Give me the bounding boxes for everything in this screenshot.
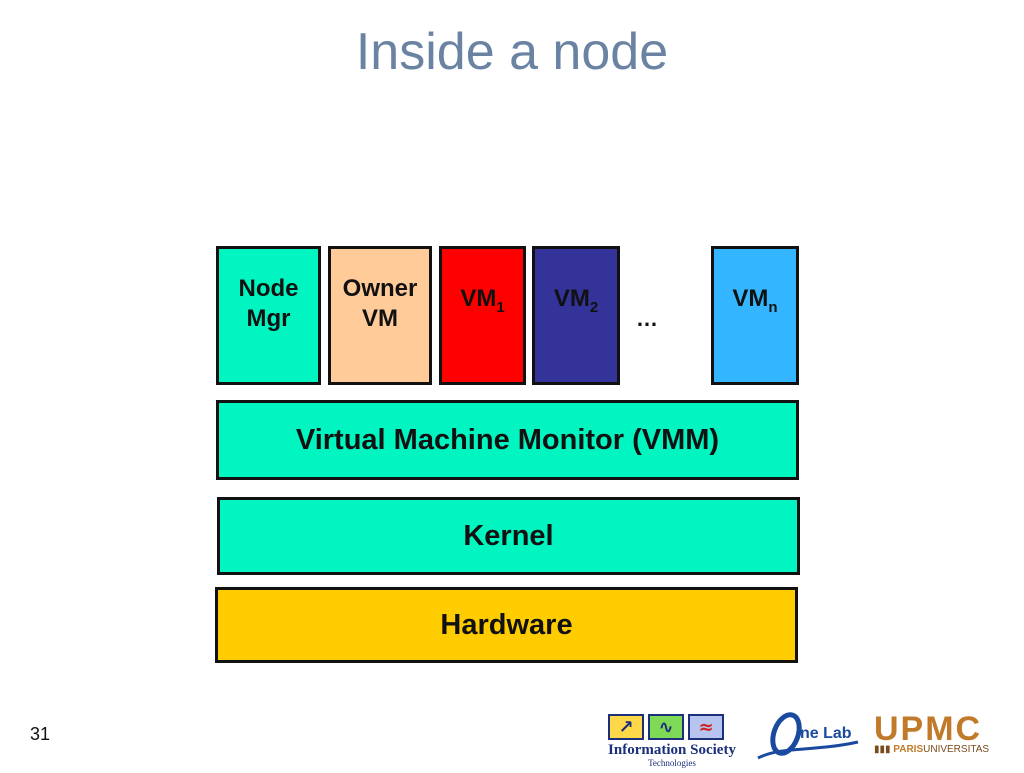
slide-title: Inside a node bbox=[355, 23, 669, 81]
ist-tile-arrow-icon: ↗ bbox=[608, 714, 644, 740]
onelab-logo: ne Lab bbox=[752, 706, 864, 768]
onelab-text: ne Lab bbox=[800, 725, 852, 742]
ellipsis: … bbox=[636, 306, 658, 331]
owner-vm-label-line1: Owner bbox=[342, 274, 418, 302]
owner-vm-label-line2: VM bbox=[362, 304, 398, 332]
owner-vm-box: Owner VM bbox=[328, 246, 432, 385]
ist-logo: ↗ ∿ ≈ Information Society Technologies bbox=[586, 712, 758, 768]
onelab-swoosh-icon: ne Lab bbox=[757, 712, 859, 760]
vmm-layer: Virtual Machine Monitor (VMM) bbox=[216, 400, 799, 480]
page-number: 31 bbox=[30, 724, 51, 744]
ist-name: Information Society bbox=[608, 742, 736, 758]
node-mgr-label-line1: Node bbox=[238, 274, 299, 302]
vmn-label: VMn bbox=[732, 285, 778, 316]
vm1-label: VM1 bbox=[460, 285, 505, 316]
hardware-layer: Hardware bbox=[215, 587, 798, 663]
kernel-layer: Kernel bbox=[217, 497, 800, 575]
ist-sub: Technologies bbox=[648, 758, 696, 768]
upmc-logo: UPMC ▮▮▮ PARISUNIVERSITAS bbox=[872, 710, 1006, 758]
vm1-box: VM1 bbox=[439, 246, 526, 385]
ist-tile-lines-icon: ≈ bbox=[688, 714, 724, 740]
node-mgr-box: Node Mgr bbox=[216, 246, 321, 385]
vm2-box: VM2 bbox=[532, 246, 620, 385]
node-mgr-label-line2: Mgr bbox=[246, 304, 291, 332]
ist-tile-wave-icon: ∿ bbox=[648, 714, 684, 740]
vm2-label: VM2 bbox=[553, 285, 599, 316]
upmc-tagline: ▮▮▮ PARISUNIVERSITAS bbox=[874, 744, 990, 755]
upmc-wordmark: UPMC bbox=[874, 710, 983, 748]
vmn-box: VMn bbox=[711, 246, 799, 385]
